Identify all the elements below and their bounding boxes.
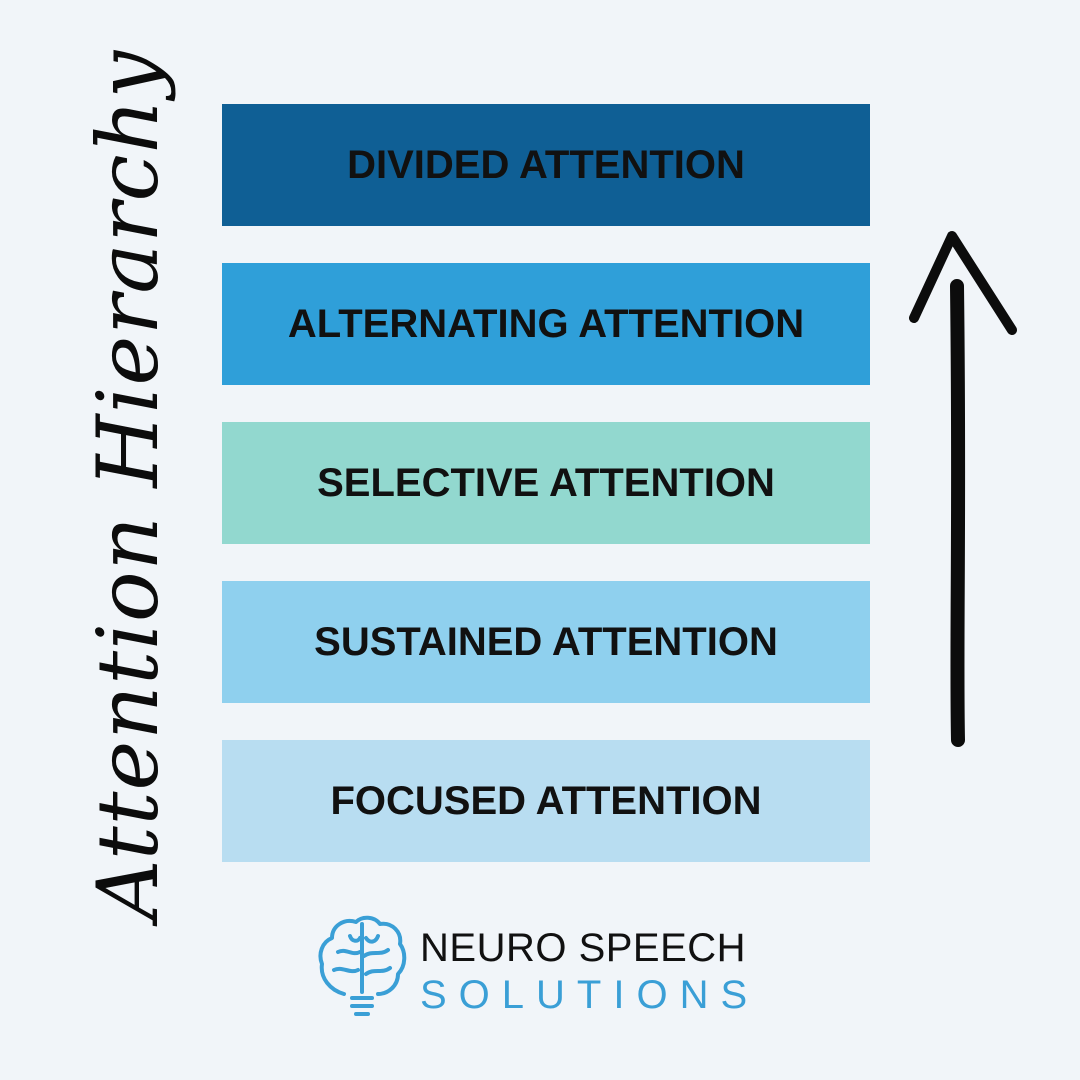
level-focused-attention: FOCUSED ATTENTION <box>222 740 870 862</box>
diagram-title: Attention Hierarchy <box>79 49 177 921</box>
up-arrow-icon <box>909 231 1017 747</box>
brand-name-line2: SOLUTIONS <box>420 973 760 1017</box>
level-label: DIVIDED ATTENTION <box>347 142 745 187</box>
brand-name-line1: NEURO SPEECH <box>420 926 747 970</box>
level-label: SELECTIVE ATTENTION <box>317 460 775 505</box>
level-alternating-attention: ALTERNATING ATTENTION <box>222 263 870 385</box>
level-label: SUSTAINED ATTENTION <box>314 619 778 664</box>
level-selective-attention: SELECTIVE ATTENTION <box>222 422 870 544</box>
brand-text: NEURO SPEECH SOLUTIONS <box>420 926 759 1018</box>
level-divided-attention: DIVIDED ATTENTION <box>222 104 870 226</box>
level-sustained-attention: SUSTAINED ATTENTION <box>222 581 870 703</box>
level-label: FOCUSED ATTENTION <box>330 778 762 823</box>
brand-logo: NEURO SPEECH SOLUTIONS <box>316 912 776 1032</box>
brain-lightbulb-icon <box>318 915 407 1016</box>
attention-levels: DIVIDED ATTENTION ALTERNATING ATTENTION … <box>222 104 870 862</box>
level-label: ALTERNATING ATTENTION <box>287 301 805 346</box>
